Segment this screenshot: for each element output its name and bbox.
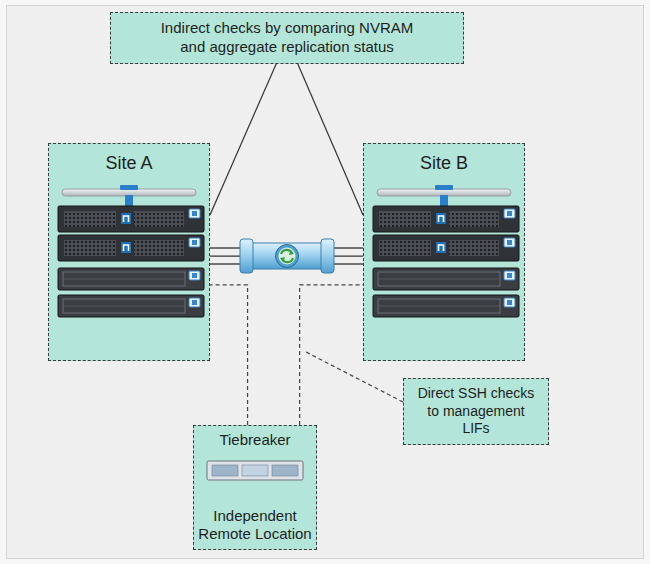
storage-rack — [58, 185, 204, 317]
ssh-check-line — [210, 285, 248, 425]
sync-icon — [276, 245, 299, 268]
connector-line — [210, 64, 276, 215]
sync-arrow — [289, 250, 294, 255]
panel-caption: Independent Remote Location — [198, 507, 312, 545]
tiebreaker-panel: TiebreakerIndependent Remote Location — [193, 425, 317, 550]
note-callout: Direct SSH checks to management LIFs — [403, 378, 549, 445]
server-bay — [272, 465, 298, 476]
panel-title: Tiebreaker — [219, 431, 290, 450]
site-title: Site B — [420, 152, 468, 175]
server-bay — [242, 465, 268, 476]
server-bay — [212, 465, 238, 476]
callout-text: Direct SSH checks to management LIFs — [412, 385, 540, 438]
sync-icon — [279, 248, 296, 265]
ssh-check-line — [300, 285, 363, 425]
site-title: Site A — [105, 152, 152, 175]
replication-cylinder — [250, 243, 324, 269]
cylinder-collar — [321, 239, 334, 273]
sync-arrow — [280, 257, 285, 262]
leader-line — [306, 352, 403, 402]
note-callout: Indirect checks by comparing NVRAM and a… — [110, 12, 464, 64]
figure-frame — [7, 6, 644, 559]
cylinder-collar — [240, 239, 253, 273]
callout-text: Indirect checks by comparing NVRAM and a… — [153, 19, 421, 57]
storage-rack — [373, 185, 519, 317]
connector-line — [298, 64, 363, 215]
tiebreaker-server — [207, 461, 303, 480]
